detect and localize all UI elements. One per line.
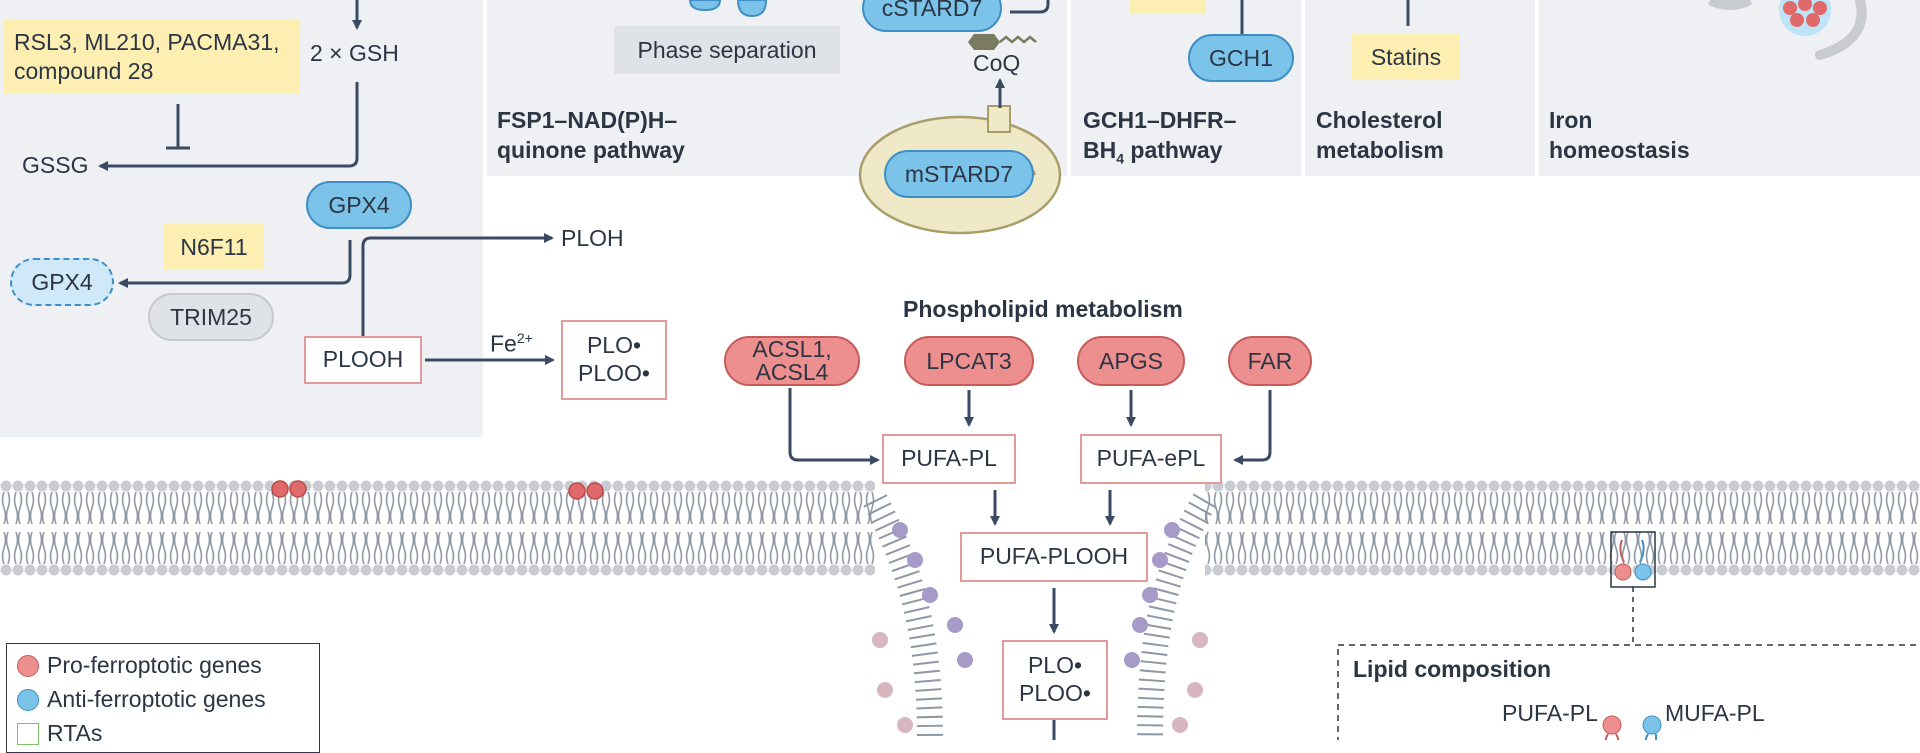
acsl-node: ACSL1, ACSL4 [724, 336, 860, 386]
pufa-epl-box: PUFA-ePL [1080, 434, 1222, 484]
legend-anti: Anti-ferroptotic genes [17, 686, 266, 713]
radicals-box-bottom: PLO• PLOO• [1002, 640, 1108, 720]
fe-superscript: 2+ [516, 330, 533, 346]
legend-rtas: RTAs [17, 720, 102, 747]
phase-separation-label: Phase separation [614, 26, 840, 74]
radical-plo-bottom: PLO• [1027, 652, 1083, 679]
acsl1-label: ACSL1, [752, 336, 832, 362]
membrane-left [0, 480, 875, 576]
bh4-subscript: 4 [1116, 150, 1125, 167]
pufa-plooh-box: PUFA-PLOOH [960, 532, 1148, 582]
lpcat3-node: LPCAT3 [904, 336, 1034, 386]
gssg-label: GSSG [22, 152, 89, 178]
cstard7-node: cSTARD7 [862, 0, 1002, 32]
coq-label: CoQ [973, 50, 1021, 76]
acsl4-label: ACSL4 [755, 359, 829, 385]
mufa-pl-composition-label: MUFA-PL [1665, 700, 1765, 726]
cholesterol-title-line2: metabolism [1316, 137, 1444, 163]
membrane-pore [863, 493, 1217, 740]
fsp1-title-line1: FSP1–NAD(P)H– [497, 107, 678, 133]
gsh-label: 2 × GSH [310, 40, 399, 66]
ploh-label: PLOH [561, 225, 624, 251]
statins-label: Statins [1352, 34, 1460, 80]
gpx4-node: GPX4 [306, 181, 412, 229]
radical-plo: PLO• [586, 332, 642, 359]
pufa-pl-box: PUFA-PL [882, 434, 1016, 484]
iron-complex [1707, 0, 1867, 60]
gch1-inhibitor-tag [1130, 0, 1206, 14]
far-node: FAR [1228, 336, 1312, 386]
fe-label: Fe2+ [490, 330, 533, 357]
fsp1-title-line2: quinone pathway [497, 137, 685, 163]
gch1-title-line2: BH4 pathway [1083, 137, 1223, 167]
mstard7-node: mSTARD7 [884, 150, 1034, 198]
trim25-node: TRIM25 [148, 293, 274, 341]
membrane-right [1205, 480, 1920, 576]
iron-title-line2: homeostasis [1549, 137, 1690, 163]
gch1-panel [1071, 0, 1301, 176]
phospholipid-title: Phospholipid metabolism [903, 296, 1183, 322]
radical-ploo-bottom: PLOO• [1019, 680, 1091, 706]
legend: Pro-ferroptotic genes Anti-ferroptotic g… [6, 643, 320, 753]
pufa-pl-composition-label: PUFA-PL [1502, 700, 1598, 726]
n6f11-label: N6F11 [164, 224, 264, 270]
cholesterol-title-line1: Cholesterol [1316, 107, 1443, 133]
cholesterol-panel [1305, 0, 1535, 176]
radicals-box-top: PLO• PLOO• [561, 320, 667, 400]
rtas-square-icon [17, 722, 39, 745]
coq-molecule [968, 34, 1037, 50]
gch1-node: GCH1 [1188, 34, 1294, 82]
gpx4-inhibitors-label: RSL3, ML210, PACMA31, compound 28 [4, 20, 300, 94]
iron-title-line1: Iron [1549, 107, 1593, 133]
apgs-node: APGS [1077, 336, 1185, 386]
gch1-title-line1: GCH1–DHFR– [1083, 107, 1237, 133]
pro-dot-icon [17, 654, 39, 677]
legend-pro: Pro-ferroptotic genes [17, 652, 262, 679]
lipid-composition-title: Lipid composition [1353, 656, 1552, 682]
anti-dot-icon [17, 688, 39, 711]
radical-ploo: PLOO• [578, 360, 650, 386]
plooh-box: PLOOH [304, 336, 422, 384]
gpx4-degraded-node: GPX4 [10, 258, 114, 306]
